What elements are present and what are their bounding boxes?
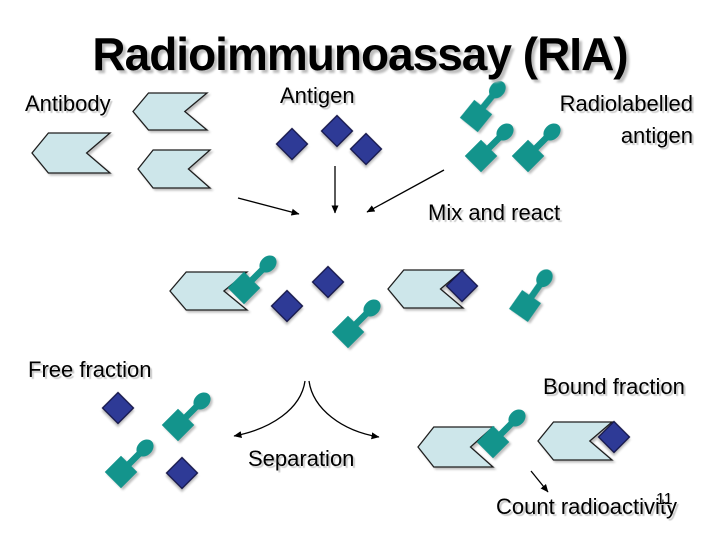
label-radiolabelled-line2: antigen xyxy=(620,123,693,148)
antigen-shape xyxy=(445,269,479,303)
arrow-radiolabelled-to-mix xyxy=(366,169,445,213)
label-antibody: Antibody xyxy=(25,91,111,116)
radiolabel-blob-icon xyxy=(543,123,561,141)
slide-title: Radioimmunoassay (RIA) xyxy=(92,28,628,80)
label-radiolabelled-line1: Radiolabelled xyxy=(559,91,693,116)
antigen-shape xyxy=(275,127,309,161)
arrow-antibody-to-mix xyxy=(237,197,300,216)
label-mix-and-react: Mix and react xyxy=(428,200,561,225)
label-antigen: Antigen xyxy=(280,83,355,108)
label-bound-fraction: Bound fraction xyxy=(543,374,685,399)
antigen-shape xyxy=(349,132,383,166)
radiolabel-blob-icon xyxy=(193,392,211,410)
radiolabelled-antigen-shape xyxy=(476,409,526,459)
radiolabel-blob-icon xyxy=(496,123,514,141)
antigen-shape xyxy=(270,289,304,323)
radiolabelled-antigen-shape xyxy=(464,123,514,173)
antigen-shape xyxy=(320,114,354,148)
radiolabelled-antigen-shape xyxy=(511,123,561,173)
radiolabel-blob-icon xyxy=(363,299,381,317)
label-radiolabelled-antigen: Radiolabelled antigen xyxy=(560,88,693,152)
antibody-shape xyxy=(387,269,465,309)
antigen-shape xyxy=(311,265,345,299)
antibody-shape xyxy=(169,271,249,311)
radiolabelled-antigen-shape xyxy=(227,255,277,305)
antibody-shape xyxy=(132,92,209,131)
radiolabelled-antigen-shape xyxy=(104,439,154,489)
arrow-separation-left xyxy=(233,380,306,439)
antigen-shape xyxy=(597,420,631,454)
radiolabel-blob-icon xyxy=(259,255,277,273)
label-separation: Separation xyxy=(248,446,355,471)
radiolabel-blob-icon xyxy=(136,439,154,457)
arrow-separation-right xyxy=(308,380,380,440)
antibody-shape xyxy=(31,132,112,174)
radiolabelled-antigen-shape xyxy=(161,392,211,442)
label-free-fraction: Free fraction xyxy=(28,357,152,382)
radiolabel-blob-icon xyxy=(536,269,553,288)
radiolabelled-antigen-shape xyxy=(459,80,506,133)
label-count-radioactivity: Count radioactivity xyxy=(496,494,677,519)
radiolabel-blob-icon xyxy=(489,80,506,99)
antigen-shape xyxy=(165,456,199,490)
radiolabelled-antigen-shape xyxy=(508,269,553,323)
antigen-shape xyxy=(101,391,135,425)
radiolabelled-antigen-shape xyxy=(331,299,381,349)
radiolabel-blob-icon xyxy=(508,409,526,427)
antibody-shape xyxy=(137,149,212,189)
page-number: 11 xyxy=(656,491,673,508)
antibody-shape xyxy=(537,421,614,461)
arrow-to-count xyxy=(530,470,549,493)
